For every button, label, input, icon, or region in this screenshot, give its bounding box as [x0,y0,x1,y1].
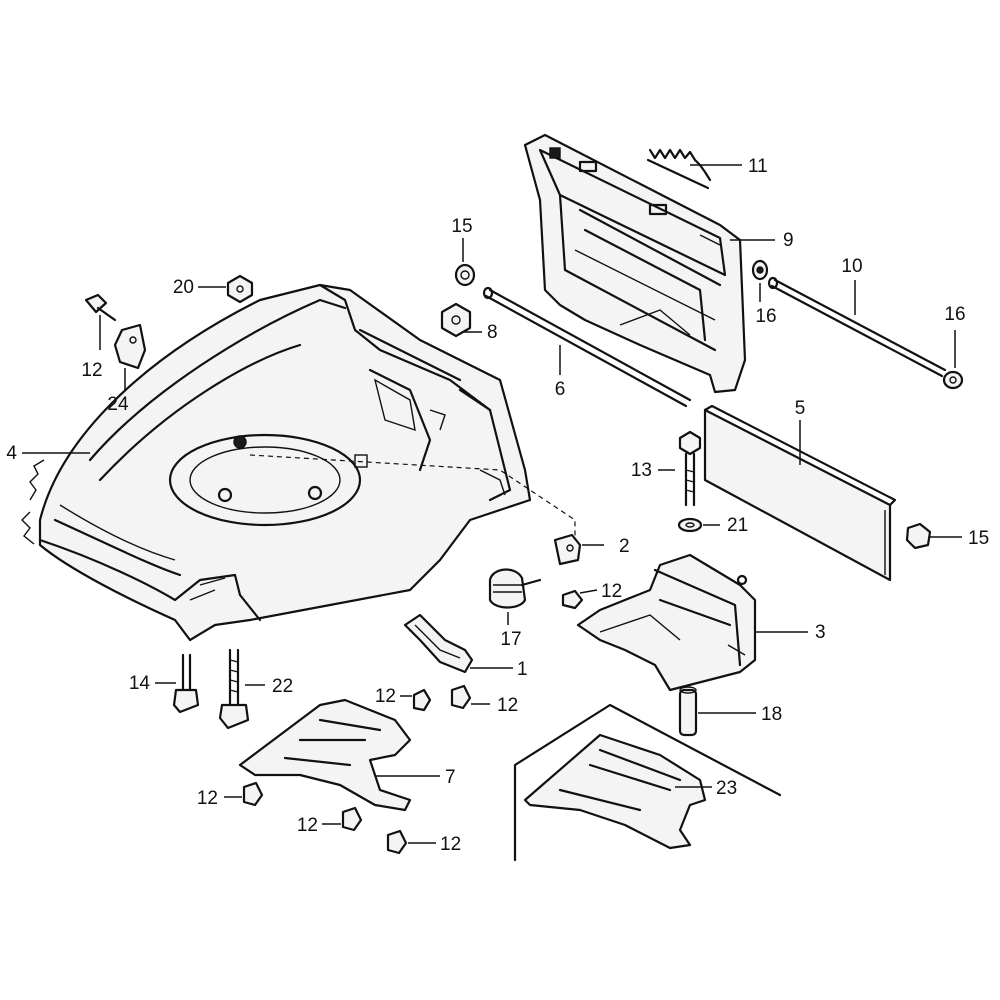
spring [646,148,712,190]
callout-12-near-7-right: 12 [440,834,461,855]
callout-12-right-of-1: 12 [497,695,518,716]
callout-15-upper: 15 [451,216,472,237]
callout-21: 21 [727,515,748,536]
callout-16-right: 16 [944,304,965,325]
callout-labels: 11 9 15 10 16 16 20 8 12 24 6 5 4 13 21 … [6,156,989,855]
callout-18: 18 [761,704,782,725]
callout-8: 8 [487,322,498,343]
callout-7: 7 [445,767,456,788]
callout-2: 2 [619,536,630,557]
callout-5: 5 [795,398,806,419]
callout-11: 11 [748,156,768,177]
callout-16-left: 16 [755,306,776,327]
callout-24: 24 [107,394,129,415]
rods [482,276,947,408]
callout-1: 1 [517,659,528,680]
callout-12-left-of-1: 12 [375,686,396,707]
callout-10: 10 [841,256,862,277]
callout-12-near-7-mid: 12 [297,815,318,836]
bracket-23 [513,703,782,862]
callout-6: 6 [555,379,566,400]
callout-13: 13 [631,460,652,481]
mount-bracket [403,613,474,674]
callout-22: 22 [272,676,293,697]
leader-lines [22,164,962,844]
callout-15-right: 15 [968,528,989,549]
mower-deck [21,283,532,642]
callout-23: 23 [716,778,737,799]
callout-12-near-7-left: 12 [197,788,218,809]
callout-3: 3 [815,622,826,643]
deflector [238,698,412,812]
callout-4: 4 [6,443,17,464]
callout-9: 9 [783,230,794,251]
callout-14: 14 [129,673,151,694]
hardware [84,259,964,855]
chute-bracket [576,553,757,692]
callout-20: 20 [173,277,194,298]
rear-flap [703,404,897,582]
callout-17: 17 [500,629,521,650]
rear-cover [523,133,747,394]
callout-12-near-17: 12 [601,581,622,602]
callout-12-topleft: 12 [81,360,102,381]
